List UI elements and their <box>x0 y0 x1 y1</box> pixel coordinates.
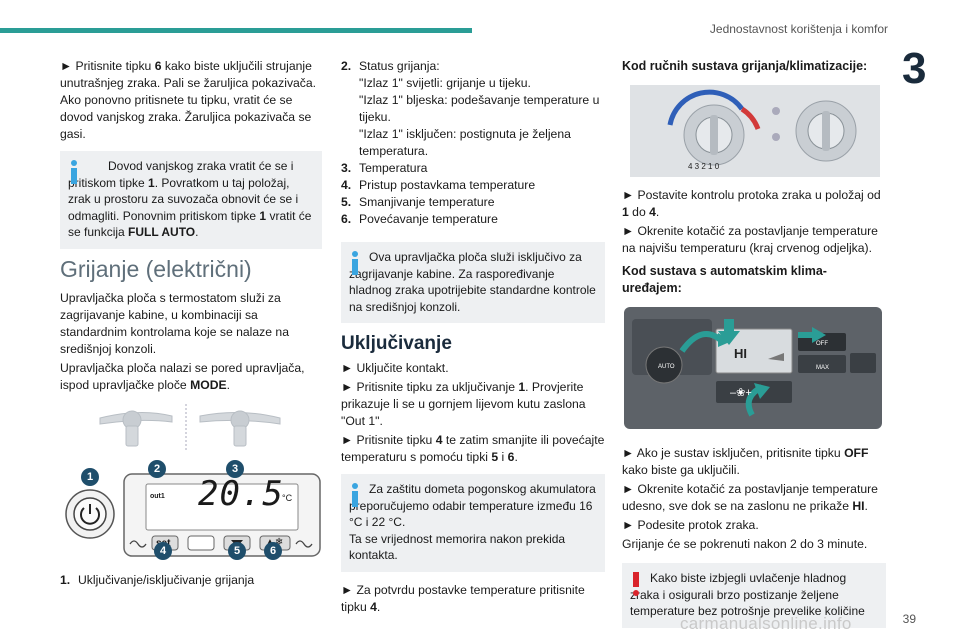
paragraph-temperature-dial: ► Okrenite kotačić za postavljanje tempe… <box>622 224 878 255</box>
page-number: 39 <box>902 612 916 626</box>
display-temperature: 20.5 <box>198 473 284 514</box>
column-3: Kod ručnih sustava grijanja/klimatizacij… <box>622 58 886 638</box>
info-note: Za zaštitu dometa pogonskog akumulatora … <box>341 474 605 572</box>
paragraph-turn-dial-hi: ► Okrenite kotačić za postavljanje tempe… <box>622 482 878 513</box>
section-title-switching-on: Uključivanje <box>341 333 452 354</box>
list-item: 5.Smanjivanje temperature <box>341 195 495 209</box>
paragraph-airflow: ► Podesite protok zraka. <box>622 518 759 532</box>
svg-text:4 3 2 1 0: 4 3 2 1 0 <box>688 162 720 171</box>
watermark: carmanualsonline.info <box>680 614 852 633</box>
callout-5: 5 <box>228 541 246 560</box>
list-item: 1.Uključivanje/isključivanje grijanja <box>60 572 255 587</box>
display-hi: HI <box>734 346 747 361</box>
callout-3: 3 <box>226 459 244 478</box>
callout-4: 4 <box>154 541 172 560</box>
steering-wheel-diagram <box>60 400 322 452</box>
list-item: 4.Pristup postavkama temperature <box>341 178 536 192</box>
paragraph-panel-location: Upravljačka ploča nalazi se pored upravl… <box>60 360 305 392</box>
paragraph-recirculation: ► Pritisnite tipku 6 kako biste uključil… <box>60 59 317 141</box>
paragraph-start-delay: Grijanje će se pokrenuti nakon 2 do 3 mi… <box>622 537 868 551</box>
column-1: ► Pritisnite tipku 6 kako biste uključil… <box>60 58 322 589</box>
paragraph-press-off: ► Ako je sustav isključen, pritisnite ti… <box>622 446 869 477</box>
thermostat-panel-figure: out1 20.5 °C set ▲❄ 1 2 3 4 5 6 <box>60 459 322 560</box>
list-item: 3.Temperatura <box>341 161 428 175</box>
legend-list-1: 1.Uključivanje/isključivanje grijanja <box>60 572 322 589</box>
info-icon <box>70 160 78 184</box>
callout-1: 1 <box>81 467 99 486</box>
auto-climate-figure: AUTO HI OFF MAX –❀+ <box>622 307 886 433</box>
warning-icon <box>632 572 640 596</box>
header-title: Jednostavnost korištenja i komfor <box>709 22 888 36</box>
list-item: 6.Povećavanje temperature <box>341 212 498 226</box>
paragraph-press-button-1: ► Pritisnite tipku za uključivanje 1. Pr… <box>341 380 586 428</box>
info-note: Ova upravljačka ploča služi isključivo z… <box>341 242 605 323</box>
display-label-out1: out1 <box>150 492 165 500</box>
chapter-number: 3 <box>902 44 927 93</box>
paragraph-ignition: ► Uključite kontakt. <box>341 361 449 375</box>
info-icon <box>351 483 359 507</box>
header-accent-bar <box>0 28 472 33</box>
display-unit: °C <box>282 492 293 503</box>
info-note: Dovod vanjskog zraka vratit će se i prit… <box>60 151 322 249</box>
heading-manual-systems: Kod ručnih sustava grijanja/klimatizacij… <box>622 59 868 73</box>
paragraph-heating-intro: Upravljačka ploča s termostatom služi za… <box>60 290 289 356</box>
paragraph-confirm: ► Za potvrdu postavke temperature pritis… <box>341 582 585 614</box>
heading-automatic-systems: Kod sustava s automatskim klima-uređajem… <box>622 264 827 295</box>
callout-2: 2 <box>148 459 166 478</box>
max-button[interactable]: MAX <box>816 365 830 371</box>
column-2: 2. Status grijanja: "Izlaz 1" svijetli: … <box>341 58 605 618</box>
off-button[interactable]: OFF <box>816 341 828 347</box>
warning-note: Kako biste izbjegli uvlačenje hladnog zr… <box>622 563 886 628</box>
legend-list-2: 2. Status grijanja: "Izlaz 1" svijetli: … <box>341 58 605 228</box>
auto-button[interactable]: AUTO <box>658 364 675 370</box>
info-icon <box>351 251 359 275</box>
list-item: 2. Status grijanja: "Izlaz 1" svijetli: … <box>341 59 600 158</box>
section-title-heating: Grijanje (električni) <box>60 255 252 282</box>
paragraph-press-button-4: ► Pritisnite tipku 4 te zatim smanjite i… <box>341 433 605 464</box>
manual-controls-figure: 4 3 2 1 0 <box>630 85 886 177</box>
fan-icon: –❀+ <box>730 387 752 399</box>
paragraph-airflow-control: ► Postavite kontrolu protoka zraka u pol… <box>622 188 881 219</box>
callout-6: 6 <box>264 541 282 560</box>
